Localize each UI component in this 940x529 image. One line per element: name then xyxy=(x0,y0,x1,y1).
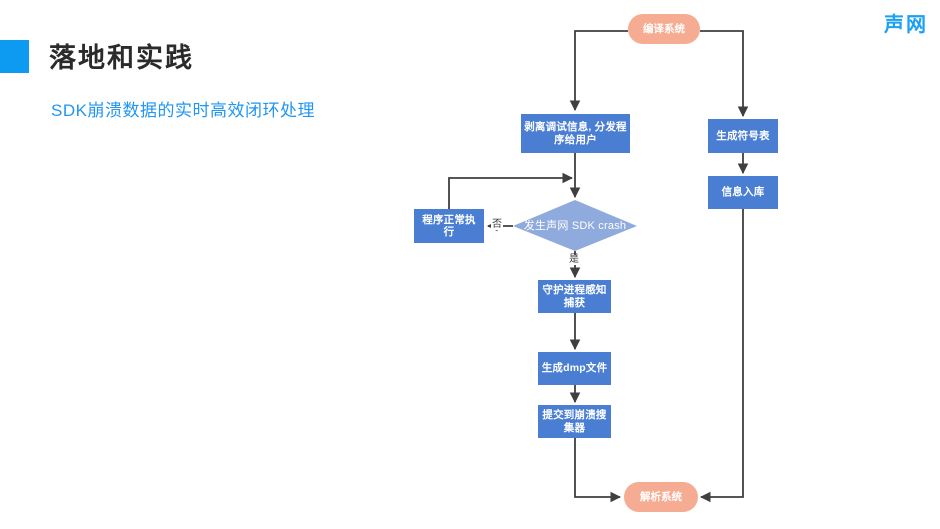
edge-compile-to-strip xyxy=(569,30,628,112)
node-submit-collector[interactable]: 提交到崩溃搜集器 xyxy=(538,405,611,438)
edge-db-to-parse xyxy=(699,209,744,503)
node-generate-symbol-table[interactable]: 生成符号表 xyxy=(708,119,778,153)
node-generate-dmp-label: 生成dmp文件 xyxy=(541,362,608,375)
node-info-into-db-label: 信息入库 xyxy=(721,186,765,199)
node-info-into-db[interactable]: 信息入库 xyxy=(708,176,778,209)
brand-logo: 声网 xyxy=(884,14,928,36)
node-strip-debug-info[interactable]: 剥离调试信息, 分发程序给用户 xyxy=(521,114,630,153)
node-daemon-capture[interactable]: 守护进程感知捕获 xyxy=(538,280,611,313)
node-compile-system-label: 编译系统 xyxy=(643,22,685,35)
page-title: 落地和实践 xyxy=(49,43,194,73)
node-parse-system[interactable]: 解析系统 xyxy=(624,482,698,512)
node-daemon-capture-label: 守护进程感知捕获 xyxy=(542,284,607,309)
node-normal-execution-label: 程序正常执行 xyxy=(422,213,476,238)
node-crash-decision-label: 发生声网 SDK crash xyxy=(523,219,627,232)
edge-label-yes: 是 xyxy=(568,254,580,265)
node-parse-system-label: 解析系统 xyxy=(640,490,682,503)
node-compile-system[interactable]: 编译系统 xyxy=(628,14,700,44)
node-submit-collector-label: 提交到崩溃搜集器 xyxy=(542,409,607,434)
edge-normal-loop-back xyxy=(448,172,574,209)
node-normal-execution[interactable]: 程序正常执行 xyxy=(414,209,484,243)
node-generate-symbol-table-label: 生成符号表 xyxy=(716,129,770,142)
title-accent-bar xyxy=(0,40,29,73)
edge-compile-to-symbol xyxy=(700,30,749,118)
edge-label-no: 否 xyxy=(491,219,503,230)
node-strip-debug-info-label: 剥离调试信息, 分发程序给用户 xyxy=(524,121,627,146)
node-generate-dmp[interactable]: 生成dmp文件 xyxy=(538,352,611,385)
page-subtitle: SDK崩溃数据的实时高效闭环处理 xyxy=(51,101,315,120)
edge-submit-to-parse xyxy=(574,438,622,503)
decision-diamond[interactable] xyxy=(513,200,637,251)
node-crash-decision[interactable]: 发生声网 SDK crash xyxy=(513,216,637,236)
